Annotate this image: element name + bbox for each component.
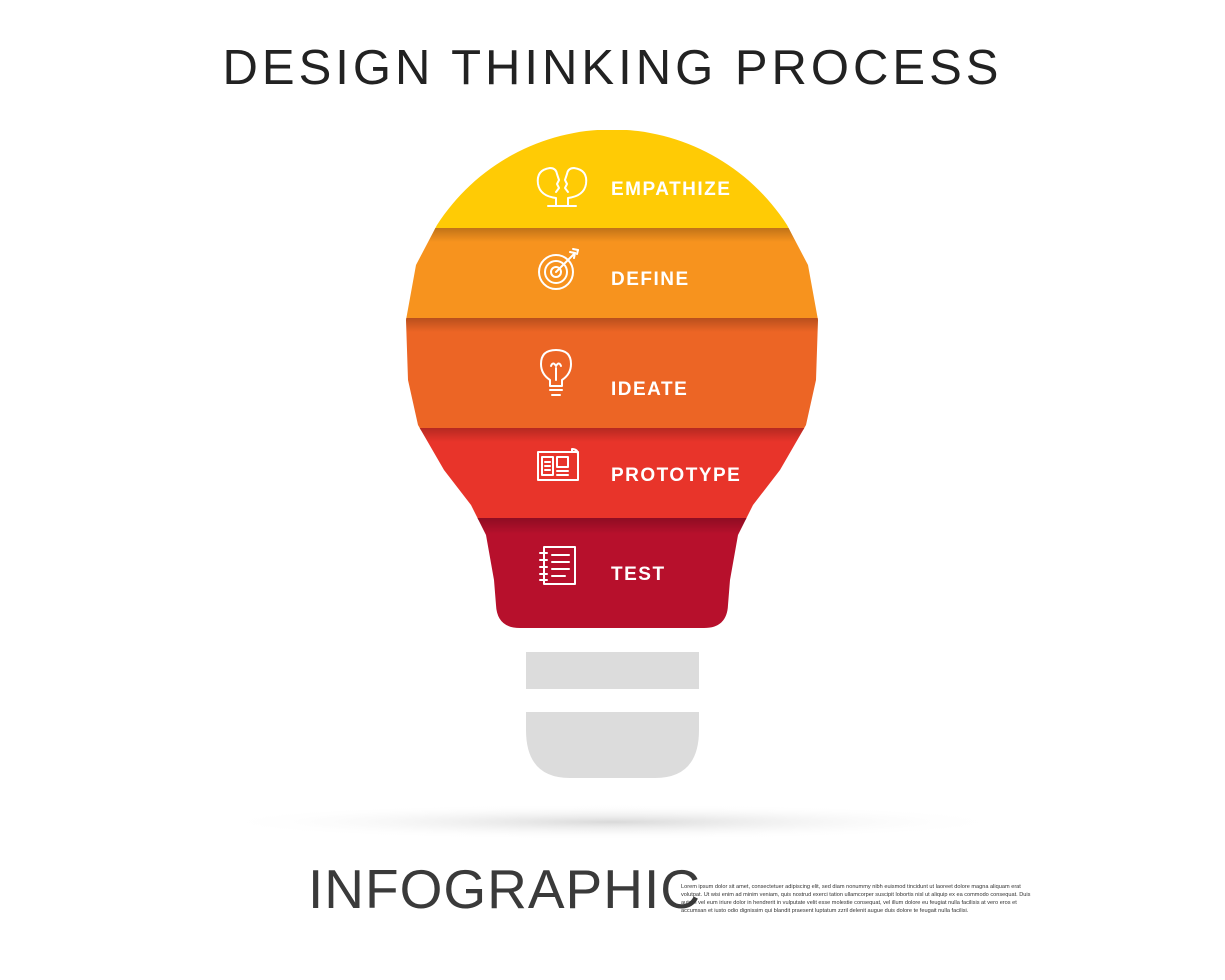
band-prototype <box>406 428 818 520</box>
band-shadow <box>406 518 818 534</box>
footer-body-text: Lorem ipsum dolor sit amet, consectetuer… <box>681 884 1031 915</box>
blueprint-icon <box>537 448 579 481</box>
band-shadow <box>406 318 818 332</box>
bulb-base-ring <box>526 652 699 689</box>
band-shadow <box>406 228 818 242</box>
band-define <box>406 228 818 320</box>
footer-title: INFOGRAPHIC <box>308 858 701 920</box>
bulb-base-cap <box>526 712 699 778</box>
step-label-prototype: PROTOTYPE <box>611 465 741 486</box>
empathy-heads-icon <box>536 167 588 207</box>
notebook-icon <box>539 546 576 585</box>
target-icon <box>538 248 579 290</box>
page-title: DESIGN THINKING PROCESS <box>222 41 1003 95</box>
step-label-test: TEST <box>611 564 666 585</box>
bulb-shadow <box>212 804 1012 840</box>
lightbulb-icon <box>540 349 572 396</box>
step-label-empathize: EMPATHIZE <box>611 179 731 200</box>
band-ideate <box>406 318 818 430</box>
band-shadow <box>406 428 818 442</box>
step-label-ideate: IDEATE <box>611 379 688 400</box>
step-label-define: DEFINE <box>611 269 690 290</box>
